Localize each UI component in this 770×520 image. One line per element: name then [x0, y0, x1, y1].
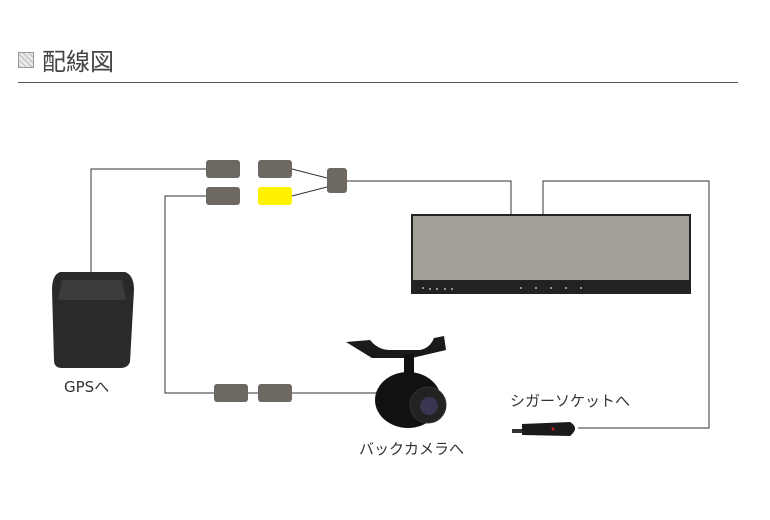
hub-connector [327, 168, 347, 193]
rear-mirror [411, 214, 691, 294]
page-title: 配線図 [42, 48, 114, 76]
cigar-plug [512, 422, 575, 436]
power-wire [542, 180, 710, 429]
mirror-wire [347, 180, 512, 215]
back-camera [346, 336, 447, 428]
connector [214, 384, 248, 402]
cigar-socket-label: シガーソケットへ [510, 392, 631, 410]
connector-highlight [258, 187, 292, 205]
camera-label: バックカメラへ [359, 440, 465, 458]
connector [206, 160, 240, 178]
gps-wire [90, 168, 206, 272]
wires [90, 168, 710, 429]
diagram-icon [18, 51, 34, 68]
connectors [206, 160, 347, 402]
connector [258, 384, 292, 402]
gps-antenna [52, 272, 134, 368]
connector [258, 160, 292, 178]
connector [206, 187, 240, 205]
page-header: 配線図 [18, 42, 114, 77]
gps-label: GPSへ [64, 378, 110, 396]
camera-wire [164, 195, 214, 394]
hub-wire-2 [291, 186, 328, 197]
hub-wire-1 [291, 168, 328, 179]
divider [18, 82, 738, 83]
